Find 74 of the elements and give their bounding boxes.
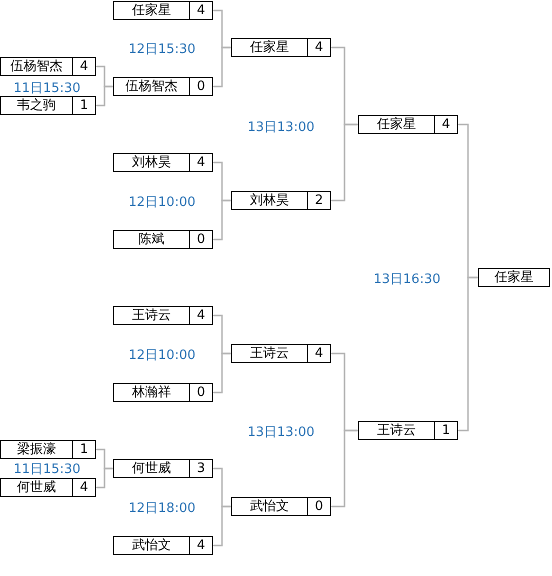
bracket-line (213, 352, 231, 394)
score: 4 (189, 307, 212, 324)
score: 3 (189, 460, 212, 477)
bracket-slot (478, 268, 550, 287)
match-time: 12日18:00 (128, 500, 196, 517)
bracket-slot (113, 77, 213, 96)
bracket-line (458, 276, 478, 432)
bracket-line (96, 468, 113, 488)
bracket-slot (0, 478, 96, 497)
bracket-slot (231, 38, 331, 57)
player-name: 伍杨智杰 (10, 58, 64, 75)
bracket-slot (113, 153, 213, 172)
bracket-line (331, 124, 358, 202)
score: 4 (189, 537, 212, 554)
score: 0 (189, 384, 212, 401)
bracket-slot (231, 344, 331, 363)
match-time: 13日16:30 (374, 271, 440, 288)
bracket-line (213, 506, 231, 546)
bracket-slot (113, 230, 213, 249)
player-name: 梁振濠 (16, 441, 57, 458)
bracket-slot (113, 383, 213, 402)
player-name: 陈斌 (138, 231, 166, 248)
bracket-slot (231, 497, 331, 516)
score: 4 (189, 154, 212, 171)
score: 0 (189, 231, 212, 248)
player-name: 王诗云 (131, 307, 172, 324)
player-name: 何世威 (16, 479, 57, 496)
player-name: 林瀚祥 (131, 384, 172, 401)
score: 4 (72, 58, 95, 75)
player-name: 武怡文 (249, 498, 290, 515)
bracket-slot (113, 1, 213, 20)
bracket-slot (113, 459, 213, 478)
match-time: 13日13:00 (248, 424, 314, 441)
score: 4 (307, 345, 330, 362)
player-name: 何世威 (131, 460, 172, 477)
score: 4 (72, 479, 95, 496)
bracket-line (331, 430, 358, 508)
player-name: 刘林昊 (249, 192, 290, 209)
score: 1 (434, 422, 457, 439)
bracket-slot (113, 536, 213, 555)
match-time: 11日15:30 (14, 461, 80, 478)
player-name: 王诗云 (249, 345, 290, 362)
score: 2 (307, 192, 330, 209)
match-time: 11日15:30 (14, 80, 80, 97)
match-time: 12日15:30 (128, 41, 196, 58)
bracket-slot (358, 115, 458, 134)
score: 0 (189, 78, 212, 95)
bracket-line (213, 200, 231, 240)
bracket-slot (0, 57, 96, 76)
bracket-slot (0, 440, 96, 459)
bracket-line (213, 46, 231, 88)
bracket-slot (113, 306, 213, 325)
match-time: 12日10:00 (128, 194, 196, 211)
player-name: 任家星 (494, 269, 534, 286)
score: 4 (189, 2, 212, 19)
player-name: 任家星 (131, 2, 172, 19)
player-name: 刘林昊 (131, 154, 172, 171)
player-name: 武怡文 (131, 537, 172, 554)
bracket-slot (0, 96, 96, 115)
score: 0 (307, 498, 330, 515)
bracket-line (96, 86, 113, 106)
match-time: 13日13:00 (248, 119, 314, 136)
player-name: 任家星 (376, 116, 417, 133)
bracket-slot (358, 421, 458, 440)
player-name: 韦之驹 (16, 97, 57, 114)
score: 1 (72, 97, 95, 114)
score: 4 (434, 116, 457, 133)
player-name: 王诗云 (376, 422, 417, 439)
player-name: 任家星 (249, 39, 290, 56)
player-name: 伍杨智杰 (124, 78, 178, 95)
score: 1 (72, 441, 95, 458)
score: 4 (307, 39, 330, 56)
match-time: 12日10:00 (128, 347, 196, 364)
bracket-slot (231, 191, 331, 210)
